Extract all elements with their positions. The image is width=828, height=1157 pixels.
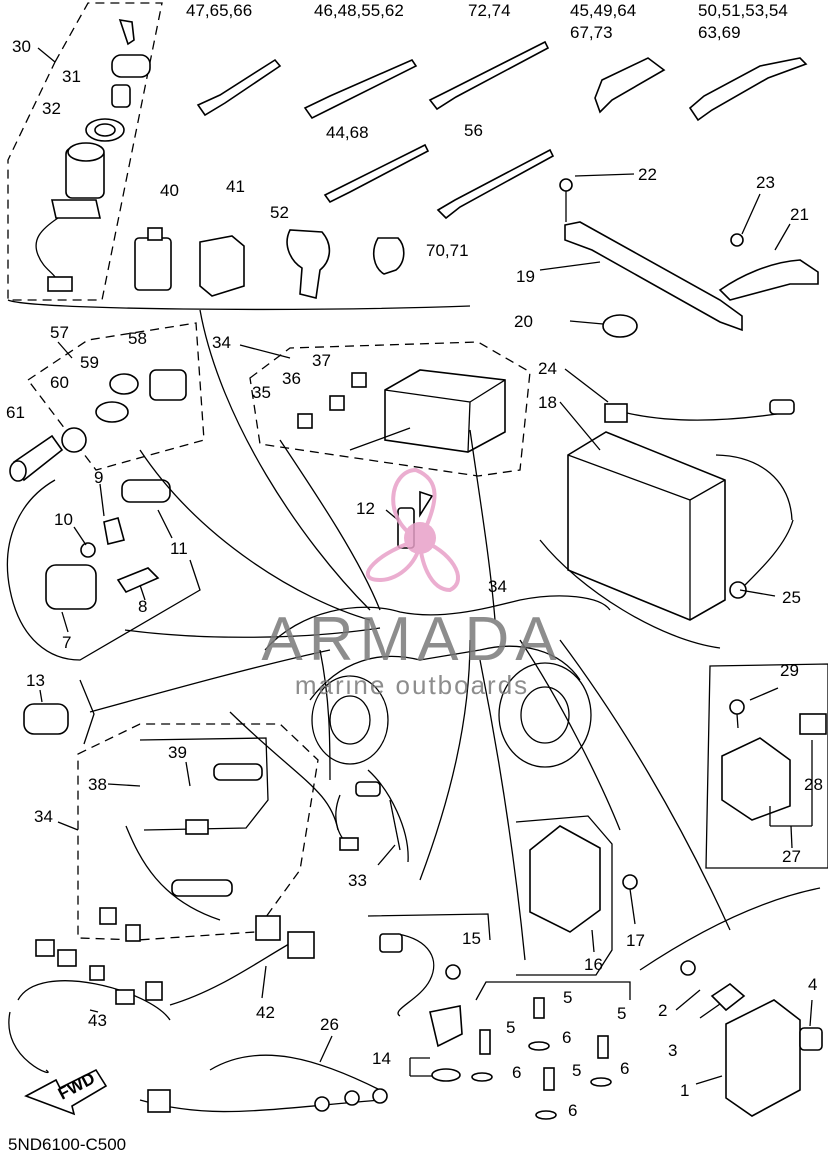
label-20: 20 <box>514 312 533 331</box>
label-34-fuse: 34 <box>212 333 231 352</box>
label-tie-c: 72,74 <box>468 1 511 20</box>
fuse-box-group <box>239 341 531 477</box>
cdi-unit <box>639 887 823 1117</box>
label-15: 15 <box>462 929 481 948</box>
label-40: 40 <box>160 181 179 200</box>
key-switch-group <box>7 2 163 301</box>
watermark-title: ARMADA <box>261 605 562 674</box>
label-30: 30 <box>12 37 31 56</box>
label-34-harness: 34 <box>34 807 53 826</box>
label-19: 19 <box>516 267 535 286</box>
ignition-coil-group <box>6 479 201 661</box>
label-35: 35 <box>252 383 271 402</box>
label-25: 25 <box>782 588 801 607</box>
watermark: ARMADA marine outboards <box>261 467 562 700</box>
label-14: 14 <box>372 1049 391 1068</box>
label-6a: 6 <box>562 1028 571 1047</box>
label-32: 32 <box>42 99 61 118</box>
battery-bracket <box>539 173 819 338</box>
label-24: 24 <box>538 359 557 378</box>
label-57: 57 <box>50 323 69 342</box>
label-36: 36 <box>282 369 301 388</box>
label-12: 12 <box>356 499 375 518</box>
starter-relay-group <box>705 663 828 869</box>
sensor-33 <box>335 769 409 866</box>
label-9: 9 <box>94 468 103 487</box>
label-tie-e2: 63,69 <box>698 23 741 42</box>
label-23: 23 <box>756 173 775 192</box>
label-41: 41 <box>226 177 245 196</box>
sensor-13 <box>23 679 95 745</box>
label-70: 70,71 <box>426 241 469 260</box>
rectifier-regulator <box>515 815 638 976</box>
battery <box>539 368 795 649</box>
label-6b: 6 <box>512 1063 521 1082</box>
label-3: 3 <box>668 1041 677 1060</box>
atv-frame <box>89 309 731 961</box>
label-11: 11 <box>170 539 188 558</box>
label-61: 61 <box>6 403 25 422</box>
label-tie-e1: 50,51,53,54 <box>698 1 788 20</box>
label-33: 33 <box>348 871 367 890</box>
wire-harness-group <box>57 711 339 942</box>
accessory-socket-group <box>9 322 205 482</box>
label-29: 29 <box>780 661 799 680</box>
label-5c: 5 <box>617 1004 626 1023</box>
label-26: 26 <box>320 1015 339 1034</box>
watermark-logo <box>365 467 460 593</box>
label-52: 52 <box>270 203 289 222</box>
label-tie-d2: 67,73 <box>570 23 613 42</box>
label-6c: 6 <box>620 1059 629 1078</box>
label-tie-b: 46,48,55,62 <box>314 1 404 20</box>
label-tie-d1: 45,49,64 <box>570 1 636 20</box>
label-44: 44,68 <box>326 123 369 142</box>
label-18: 18 <box>538 393 557 412</box>
label-2: 2 <box>658 1001 667 1020</box>
label-1: 1 <box>680 1081 689 1100</box>
label-43: 43 <box>88 1011 107 1030</box>
speed-sensor <box>367 913 491 1082</box>
label-5d: 5 <box>572 1061 581 1080</box>
label-59: 59 <box>80 353 99 372</box>
label-37: 37 <box>312 351 331 370</box>
label-16: 16 <box>584 955 603 974</box>
sub-harnesses <box>8 915 388 1116</box>
label-58: 58 <box>128 329 147 348</box>
watermark-subtitle: marine outboards <box>295 670 529 700</box>
label-5b: 5 <box>506 1018 515 1037</box>
label-17: 17 <box>626 931 645 950</box>
label-38: 38 <box>88 775 107 794</box>
bolt-group <box>471 981 631 1120</box>
label-7: 7 <box>62 633 71 652</box>
label-42: 42 <box>256 1003 275 1022</box>
label-27: 27 <box>782 847 801 866</box>
label-60: 60 <box>50 373 69 392</box>
relays-and-clamps <box>134 227 405 299</box>
label-5a: 5 <box>563 988 572 1007</box>
label-tie-a: 47,65,66 <box>186 1 252 20</box>
label-6d: 6 <box>568 1101 577 1120</box>
diagram-code: 5ND6100-C500 <box>8 1135 126 1154</box>
label-56: 56 <box>464 121 483 140</box>
label-34-main: 34 <box>488 577 507 596</box>
label-8: 8 <box>138 597 147 616</box>
label-31: 31 <box>62 67 81 86</box>
label-10: 10 <box>54 510 73 529</box>
label-28: 28 <box>804 775 823 794</box>
label-22: 22 <box>638 165 657 184</box>
label-13: 13 <box>26 671 45 690</box>
label-4: 4 <box>808 975 817 994</box>
label-39: 39 <box>168 743 187 762</box>
label-21: 21 <box>790 205 809 224</box>
cable-ties <box>196 40 808 220</box>
